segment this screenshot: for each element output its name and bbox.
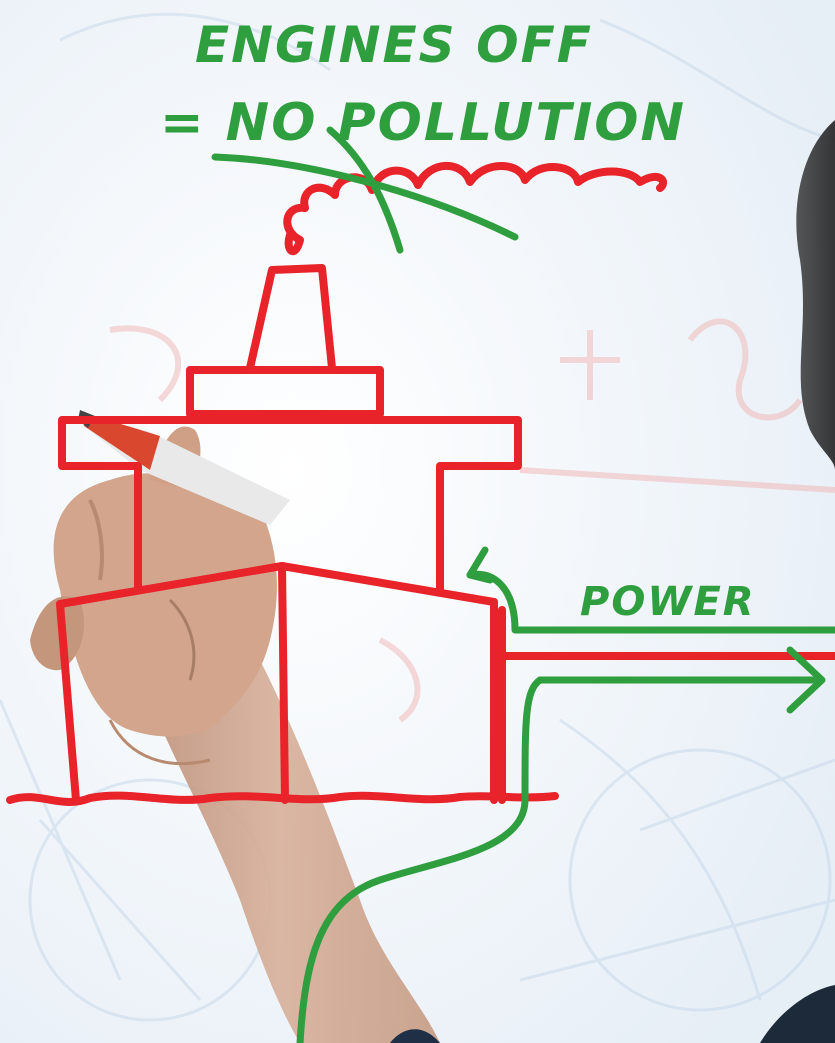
headline-line1: ENGINES OFF [195,16,593,74]
power-label: POWER [580,579,756,625]
hull-middle [282,566,285,800]
headline-line2: = NO POLLUTION [160,93,686,153]
